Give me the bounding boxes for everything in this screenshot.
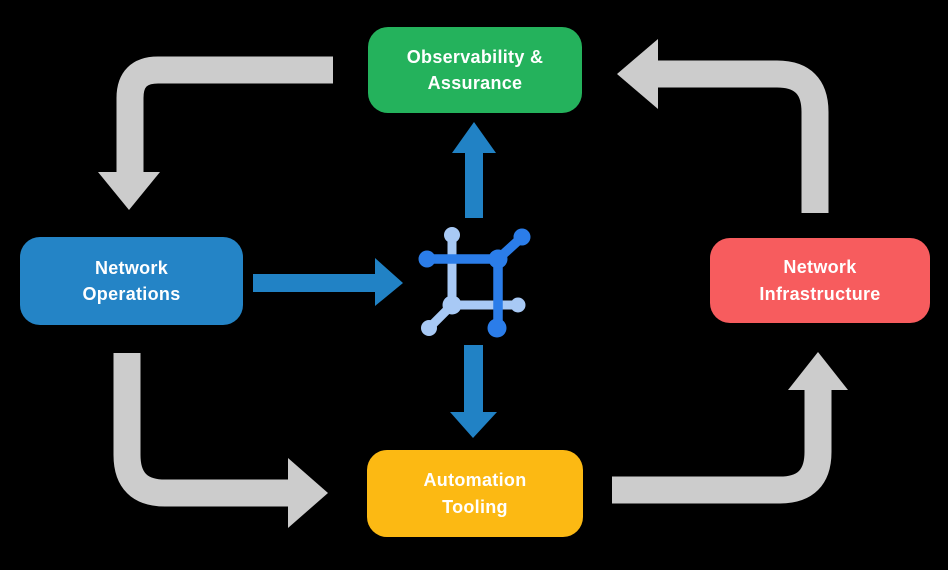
icon-node-dot <box>418 250 436 268</box>
node-observability-assurance: Observability & Assurance <box>368 27 582 113</box>
icon-node-dot <box>513 228 531 246</box>
arrowhead-up-icon <box>788 352 848 390</box>
arrow-center-to-observability <box>452 122 496 218</box>
node-label: Network Infrastructure <box>759 257 881 304</box>
icon-node-dot <box>510 297 526 313</box>
icon-dark-branch <box>418 228 531 338</box>
icon-node-dot <box>442 295 462 315</box>
icon-node-dot <box>444 227 460 243</box>
node-label: Network Operations <box>82 257 181 304</box>
icon-node-dot <box>487 318 507 338</box>
arrow-elbow <box>113 353 290 507</box>
node-network-infrastructure: Network Infrastructure <box>710 238 930 323</box>
node-automation-tooling: Automation Tooling <box>367 450 583 537</box>
node-label: Automation Tooling <box>423 470 527 517</box>
network-automation-icon <box>418 227 531 338</box>
arrowhead-left-icon <box>617 39 658 109</box>
node-network-operations: Network Operations <box>20 237 243 325</box>
arrow-elbow <box>656 60 829 213</box>
arrowhead-down-icon <box>98 172 160 210</box>
curved-arrow-observability-to-operations <box>98 56 333 210</box>
arrow-elbow <box>116 56 333 174</box>
arrow-center-to-automation <box>450 345 497 438</box>
arrow-operations-to-center <box>253 258 403 306</box>
curved-arrow-automation-to-infrastructure <box>612 352 848 504</box>
icon-node-dot <box>421 320 437 336</box>
arrowhead-right-icon <box>288 458 328 528</box>
icon-light-branch <box>421 227 526 336</box>
node-label: Observability & Assurance <box>406 46 544 93</box>
arrow-elbow <box>612 388 832 504</box>
curved-arrow-infrastructure-to-observability <box>617 39 829 213</box>
curved-arrow-operations-to-automation <box>113 353 328 528</box>
icon-node-dot <box>488 249 508 269</box>
